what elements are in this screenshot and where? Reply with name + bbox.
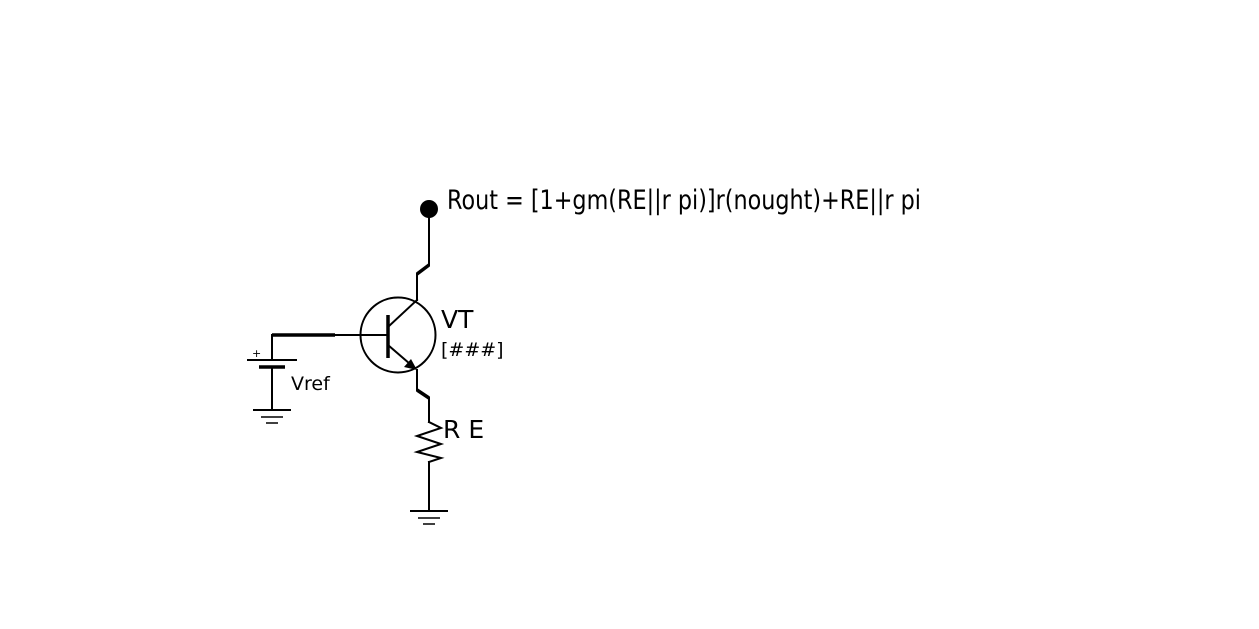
resistor-designator: R E [443, 415, 484, 444]
transistor-designator: VT [441, 305, 474, 334]
npn-transistor-symbol[interactable] [359, 296, 437, 374]
battery-polarity-mark: + [252, 347, 261, 360]
transistor-value: [###] [441, 339, 504, 361]
emitter-arrow-icon [404, 359, 417, 370]
output-resistance-formula: Rout = [1+gm(RE||r pi)]r(nought)+RE||r p… [447, 185, 921, 216]
resistor-symbol[interactable] [413, 420, 445, 464]
emitter-wire [416, 369, 430, 423]
base-wire [271, 333, 362, 361]
battery-symbol[interactable] [247, 359, 297, 411]
voltage-source-designator: Vref [291, 373, 331, 395]
collector-wire [415, 208, 431, 301]
ground-icon [253, 409, 291, 424]
ground-icon [410, 510, 448, 525]
